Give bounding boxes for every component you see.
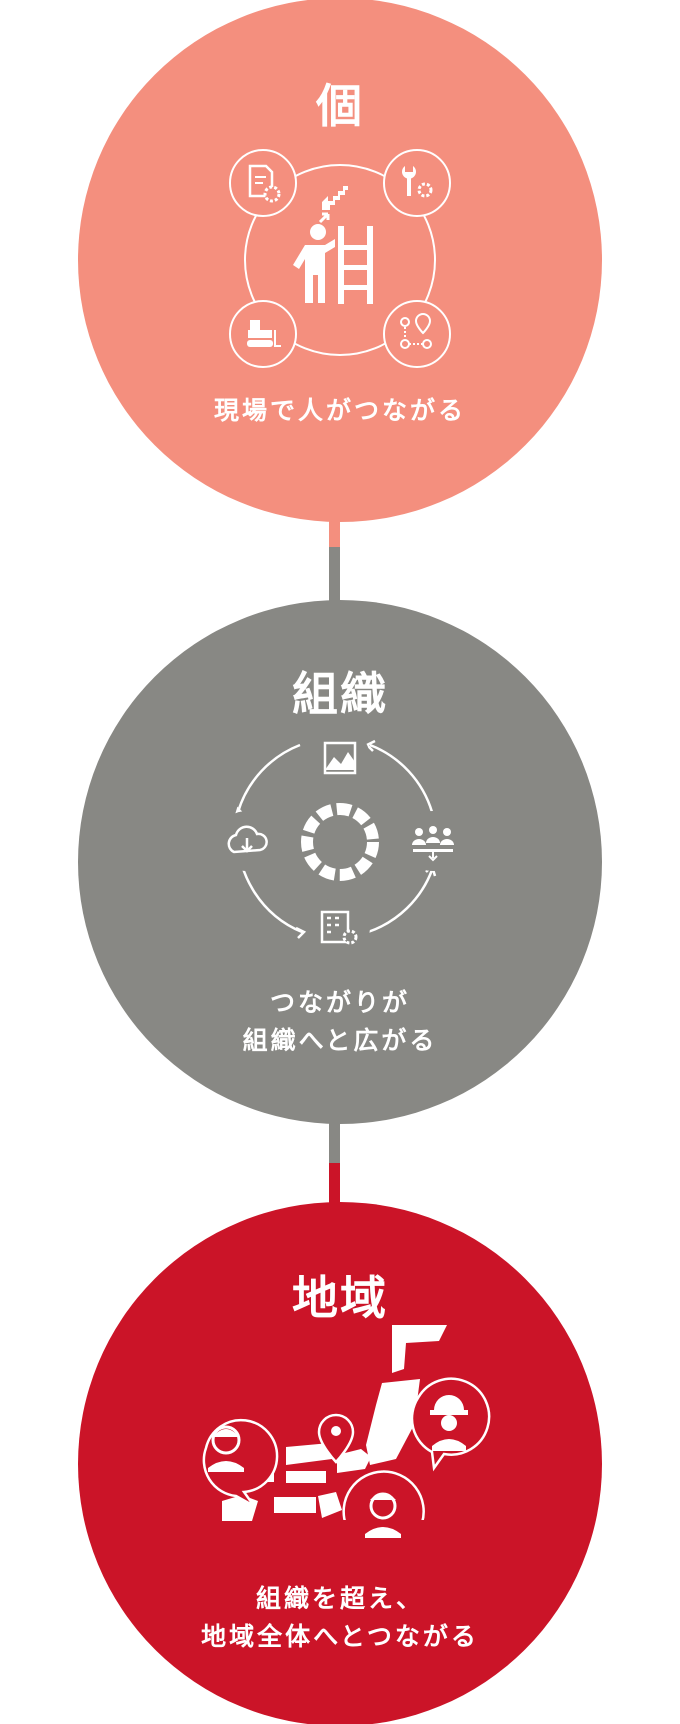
gear-icon xyxy=(301,803,379,881)
stairs-up-icon xyxy=(322,186,348,210)
organization-circle xyxy=(78,600,602,1124)
route-map-icon xyxy=(383,300,451,368)
bulldozer-icon xyxy=(229,300,297,368)
stage2-caption: つながりが 組織へと広がる xyxy=(0,984,680,1060)
worker-helmet-icon xyxy=(410,1377,491,1472)
japan-map-icon xyxy=(222,1325,447,1521)
stage3-caption: 組織を超え、 地域全体へとつながる xyxy=(0,1580,680,1656)
connector-2-top xyxy=(329,1118,340,1163)
wrench-gear-icon xyxy=(383,149,451,217)
stage2-caption-line: 組織へと広がる xyxy=(242,1026,438,1055)
stage2-title: 組織 xyxy=(292,667,388,721)
stage3-caption-line: 組織を超え、 xyxy=(255,1584,424,1613)
connector-1-bottom xyxy=(329,547,340,602)
stage1-caption-line: 現場で人がつながる xyxy=(213,396,466,425)
connector-1-top xyxy=(329,505,340,547)
person-icon xyxy=(202,1418,279,1508)
stage3-caption-line: 地域全体へとつながる xyxy=(201,1622,479,1651)
cloud-download-icon xyxy=(217,811,277,871)
building-gear-icon xyxy=(310,897,370,957)
stage1-title: 個 xyxy=(316,79,364,133)
stage2-caption-line: つながりが xyxy=(269,988,410,1017)
person-icon-2 xyxy=(340,1470,430,1545)
worker-ladder-icon xyxy=(293,186,373,304)
team-icon xyxy=(403,811,463,871)
stage1-ring xyxy=(244,164,436,356)
document-gear-icon xyxy=(229,149,297,217)
connector-2-bottom xyxy=(329,1163,340,1208)
location-pin-icon xyxy=(317,1413,355,1464)
stage1-caption: 現場で人がつながる xyxy=(0,392,680,430)
stage3-title: 地域 xyxy=(292,1271,388,1325)
line-chart-icon xyxy=(310,728,370,788)
